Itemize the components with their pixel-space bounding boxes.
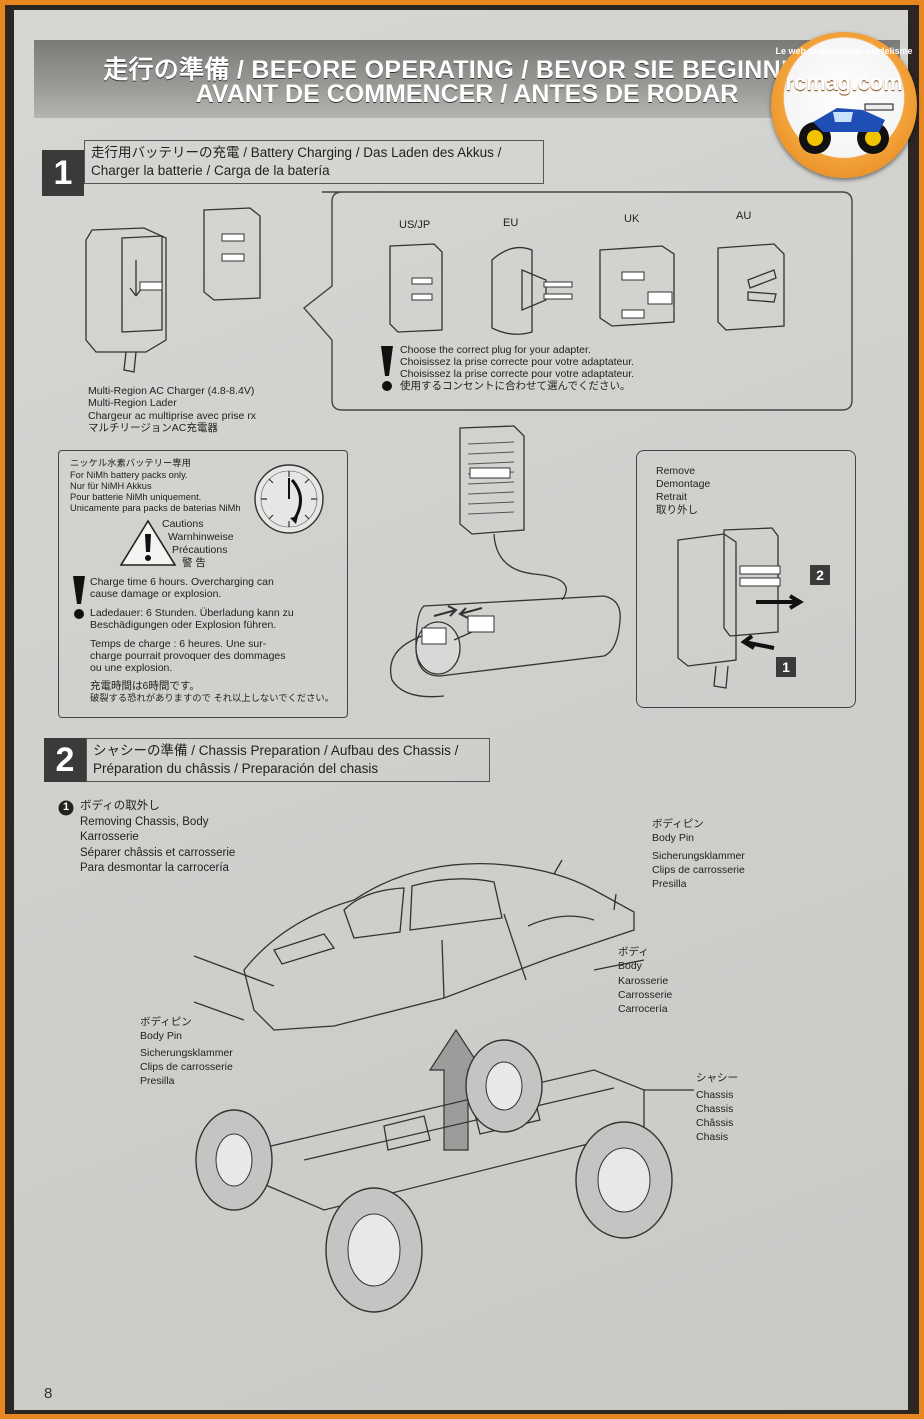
- plug-eu-icon: [491, 246, 573, 335]
- substep-1-badge: [58, 800, 74, 816]
- nimh-line-1: ニッケル水素バッテリー専用: [70, 458, 191, 468]
- body-label-4: Carrosserie: [618, 989, 673, 1001]
- plug-label-us-jp: US/JP: [399, 219, 431, 231]
- remove-label-4: 取り外し: [656, 504, 698, 516]
- bodypin-right-1: ボディピン: [652, 818, 704, 830]
- nimh-line-2: For NiMh battery packs only.: [70, 470, 188, 480]
- substep-1-number: 1: [62, 801, 70, 813]
- charger-label-1: Multi-Region AC Charger (4.8-8.4V): [88, 385, 255, 397]
- nimh-line-4: Pour batterie NiMh uniquement.: [70, 492, 202, 502]
- plug-notice-3: Choisissez la prise correcte pour votre …: [400, 368, 635, 380]
- chassis-label-1: シャシー: [696, 1072, 738, 1084]
- nimh-line-5: Unicamente para packs de baterias NiMh: [70, 503, 241, 513]
- remove-label-1: Remove: [656, 465, 696, 477]
- chassis-label-2: Chassis: [696, 1089, 734, 1101]
- substep-1-line-4: Séparer châssis et carrosserie: [80, 847, 236, 859]
- substep-1-line-5: Para desmontar la carrocería: [80, 862, 229, 874]
- substep-1-line-3: Karrosserie: [80, 831, 139, 843]
- chassis-label-5: Chasis: [696, 1131, 729, 1143]
- plug-label-eu: EU: [503, 217, 519, 229]
- bodypin-left-2: Body Pin: [140, 1030, 183, 1042]
- bodypin-left-1: ボディピン: [140, 1016, 192, 1028]
- remove-label-2: Demontage: [656, 478, 711, 490]
- logo-tagline: Le web magazine du modelisme: [775, 46, 913, 56]
- chassis-label-4: Châssis: [696, 1117, 734, 1129]
- bodypin-right-5: Presilla: [652, 878, 687, 890]
- bodypin-left-3: Sicherungsklammer: [140, 1047, 233, 1059]
- step2-title-box: シャシーの準備 / Chassis Preparation / Aufbau d…: [86, 738, 490, 782]
- caution-label-4: 警 告: [182, 557, 206, 569]
- bodypin-left-4: Clips de carrosserie: [140, 1061, 233, 1073]
- caution-triangle-icon: [119, 519, 177, 566]
- remove-plug-illustration: [677, 527, 804, 689]
- plug-notice-4: 使用するコンセントに合わせて選んでください。: [400, 380, 631, 392]
- charge-warning-8: 充電時間は6時間です。: [90, 680, 200, 692]
- charge-warning-3: Ladedauer: 6 Stunden. Überladung kann zu: [90, 607, 294, 619]
- charge-warning-5: Temps de charge : 6 heures. Une sur-: [90, 638, 267, 650]
- remove-label-3: Retrait: [656, 491, 687, 503]
- bodypin-right-4: Clips de carrosserie: [652, 864, 745, 876]
- step1-title-box: 走行用バッテリーの充電 / Battery Charging / Das Lad…: [84, 140, 544, 184]
- charge-warning-exclamation-icon: [73, 576, 85, 619]
- header-band: 走行の準備 / BEFORE OPERATING / BEVOR SIE BEG…: [34, 40, 900, 118]
- nimh-line-3: Nur für NiMH Akkus: [70, 481, 152, 491]
- caution-label-1: Cautions: [162, 518, 204, 530]
- body-label-3: Karosserie: [618, 975, 669, 987]
- step2-title-line1: シャシーの準備 / Chassis Preparation / Aufbau d…: [93, 743, 459, 758]
- charger-battery-illustration: [390, 425, 621, 698]
- step1-number: 1: [42, 150, 84, 196]
- remove-box: [636, 450, 856, 708]
- charge-warning-1: Charge time 6 hours. Overcharging can: [90, 576, 274, 588]
- body-label-1: ボディ: [618, 946, 649, 958]
- plug-label-au: AU: [736, 210, 752, 222]
- plug-notice-1: Choose the correct plug for your adapter…: [400, 344, 591, 356]
- body-label-5: Carrocería: [618, 1003, 668, 1015]
- plug-label-uk: UK: [624, 213, 640, 225]
- charge-warning-7: ou une explosion.: [90, 662, 173, 674]
- caution-label-2: Warnhinweise: [168, 531, 234, 543]
- charge-warning-2: cause damage or explosion.: [90, 588, 222, 600]
- charger-illustration: [85, 207, 261, 373]
- plug-uk-icon: [599, 245, 675, 327]
- step1-title-line1: 走行用バッテリーの充電 / Battery Charging / Das Lad…: [91, 145, 502, 160]
- step1-title-line2: Charger la batterie / Carga de la baterí…: [91, 163, 330, 178]
- rcmag-logo: Le web magazine du modelisme rcmag.com: [771, 32, 917, 178]
- page-number: 8: [44, 1385, 53, 1402]
- logo-text: rcmag.com: [785, 70, 903, 95]
- plug-us-jp-icon: [389, 243, 443, 333]
- bodypin-left-5: Presilla: [140, 1075, 175, 1087]
- charge-warning-9: 破裂する恐れがありますので それ以上しないでください。: [90, 693, 335, 703]
- substep-1-line-2: Removing Chassis, Body: [80, 816, 209, 828]
- plug-au-icon: [717, 243, 785, 331]
- remove-step-2-badge: 2: [810, 565, 830, 585]
- bodypin-right-3: Sicherungsklammer: [652, 850, 745, 862]
- chassis-label-3: Chassis: [696, 1103, 734, 1115]
- step2-title-line2: Préparation du châssis / Preparación del…: [93, 761, 379, 776]
- logo-car-icon: [799, 103, 894, 154]
- bodypin-right-2: Body Pin: [652, 832, 695, 844]
- charge-warning-6: charge pourrait provoquer des dommages: [90, 650, 286, 662]
- charge-warning-4: Beschädigungen oder Explosion führen.: [90, 619, 277, 631]
- substep-1-line-1: ボディの取外し: [80, 800, 160, 812]
- nimh-warning-box: [58, 450, 348, 718]
- plug-panel-outline: [302, 191, 853, 411]
- step2-number: 2: [44, 738, 86, 782]
- charger-label-3: Chargeur ac multiprise avec prise rx: [88, 410, 257, 422]
- remove-step-1-badge: 1: [776, 657, 796, 677]
- body-label-2: Body: [618, 960, 642, 972]
- manual-page: 走行の準備 / BEFORE OPERATING / BEVOR SIE BEG…: [14, 10, 917, 1410]
- header-title-line2: AVANT DE COMMENCER / ANTES DE RODAR: [195, 80, 739, 108]
- charger-label-2: Multi-Region Lader: [88, 397, 177, 409]
- caution-label-3: Précautions: [172, 544, 228, 556]
- warning-exclamation-icon: [381, 346, 393, 391]
- clock-icon: [254, 464, 324, 534]
- plug-notice-2: Choisissez la prise correcte pour votre …: [400, 356, 635, 368]
- body-chassis-illustration: [193, 859, 694, 1313]
- header-title-line1: 走行の準備 / BEFORE OPERATING / BEVOR SIE BEG…: [103, 56, 831, 84]
- charger-label-4: マルチリージョンAC充電器: [88, 422, 218, 434]
